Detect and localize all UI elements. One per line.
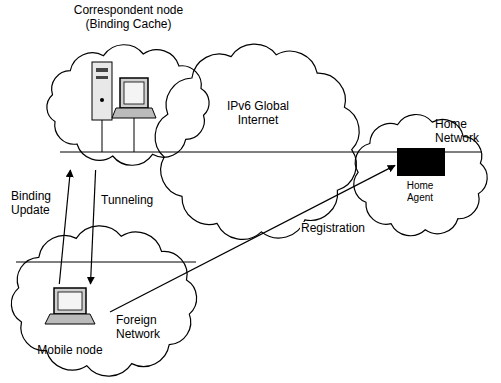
cloud-outline	[11, 226, 196, 376]
home-agent-symbol	[397, 148, 445, 176]
connector-arrow	[59, 170, 70, 284]
laptop-icon	[112, 78, 156, 152]
network-line	[16, 262, 196, 263]
cloud-outline	[150, 40, 365, 245]
edge-label: Binding Update	[10, 190, 62, 218]
laptop-icon	[45, 288, 95, 324]
connector-arrow	[110, 165, 395, 312]
cloud-outline	[47, 45, 209, 166]
network-cloud: Foreign NetworkMobile node	[4, 222, 204, 380]
node-label: Correspondent node (Binding Cache)	[66, 4, 191, 32]
network-cloud: IPv6 Global Internet	[150, 40, 365, 245]
node-label: IPv6 Global Internet	[208, 100, 308, 128]
network-cloud: Correspondent node (Binding Cache)	[38, 2, 218, 170]
node-label: Home Agent	[395, 180, 445, 203]
cloud-outline	[38, 40, 218, 170]
network-cloud: Home NetworkHome Agent	[345, 108, 495, 243]
server-icon	[92, 62, 112, 152]
mobile-node: Mobile node	[32, 284, 110, 364]
cloud-outline	[4, 222, 204, 380]
agent-outline	[395, 148, 447, 178]
edge-label: Registration	[300, 222, 366, 236]
cloud-outline	[155, 44, 359, 239]
node-label: Mobile node	[32, 344, 108, 358]
node-label: Home Network	[435, 118, 489, 146]
node-label: Foreign Network	[116, 314, 176, 342]
home-agent-box: Home Agent	[395, 148, 447, 206]
laptop-outline	[32, 284, 110, 328]
edge-label: Tunneling	[100, 194, 154, 208]
